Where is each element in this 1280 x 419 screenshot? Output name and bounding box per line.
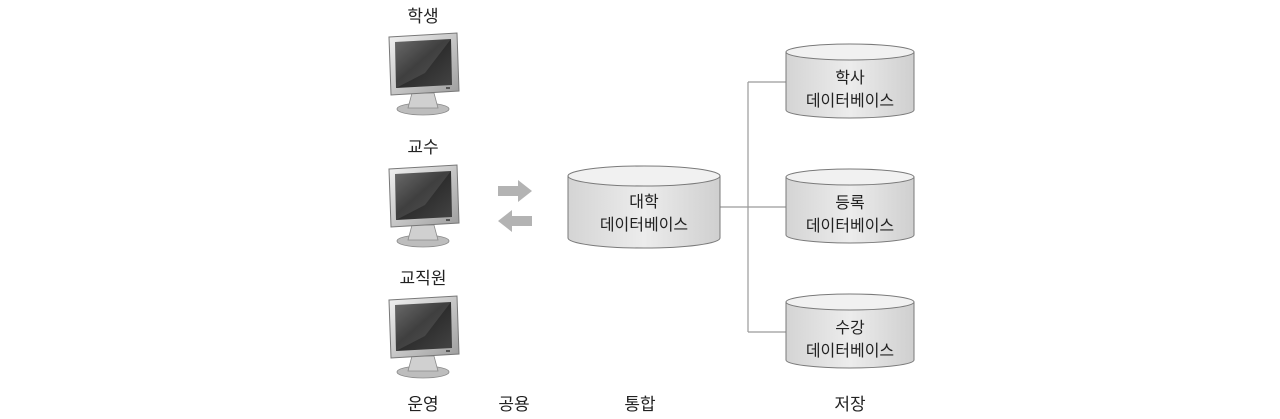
academic-database-name: 학사 <box>835 68 865 87</box>
user-label-student: 학생 <box>407 7 439 27</box>
share-arrows-icon <box>498 180 532 232</box>
monitor-icon-professor <box>388 164 460 248</box>
enrollment-database-cylinder <box>785 293 915 369</box>
user-label-staff: 교직원 <box>399 269 447 289</box>
academic-database-label: 학사 데이터베이스 <box>806 66 894 112</box>
central-database-label: 대학 데이터베이스 <box>600 190 688 236</box>
registration-database-label: 등록 데이터베이스 <box>806 191 894 237</box>
academic-database-cylinder <box>785 43 915 119</box>
caption-sharing: 공용 <box>498 395 530 415</box>
caption-integration: 통합 <box>624 395 656 415</box>
caption-storage: 저장 <box>834 395 866 415</box>
connector-lines <box>720 81 786 333</box>
enrollment-database-label: 수강 데이터베이스 <box>806 316 894 362</box>
caption-operation: 운영 <box>407 395 439 415</box>
registration-database-name: 등록 <box>835 193 865 212</box>
central-database-cylinder <box>567 165 721 249</box>
central-database-type: 데이터베이스 <box>599 215 689 234</box>
academic-database-type: 데이터베이스 <box>805 91 895 110</box>
registration-database-cylinder <box>785 168 915 244</box>
central-database-name: 대학 <box>629 192 659 211</box>
user-label-professor: 교수 <box>407 138 439 158</box>
enrollment-database-name: 수강 <box>835 318 865 337</box>
registration-database-type: 데이터베이스 <box>805 216 895 235</box>
monitor-icon-staff <box>388 295 460 379</box>
monitor-icon-student <box>388 32 460 116</box>
enrollment-database-type: 데이터베이스 <box>805 341 895 360</box>
